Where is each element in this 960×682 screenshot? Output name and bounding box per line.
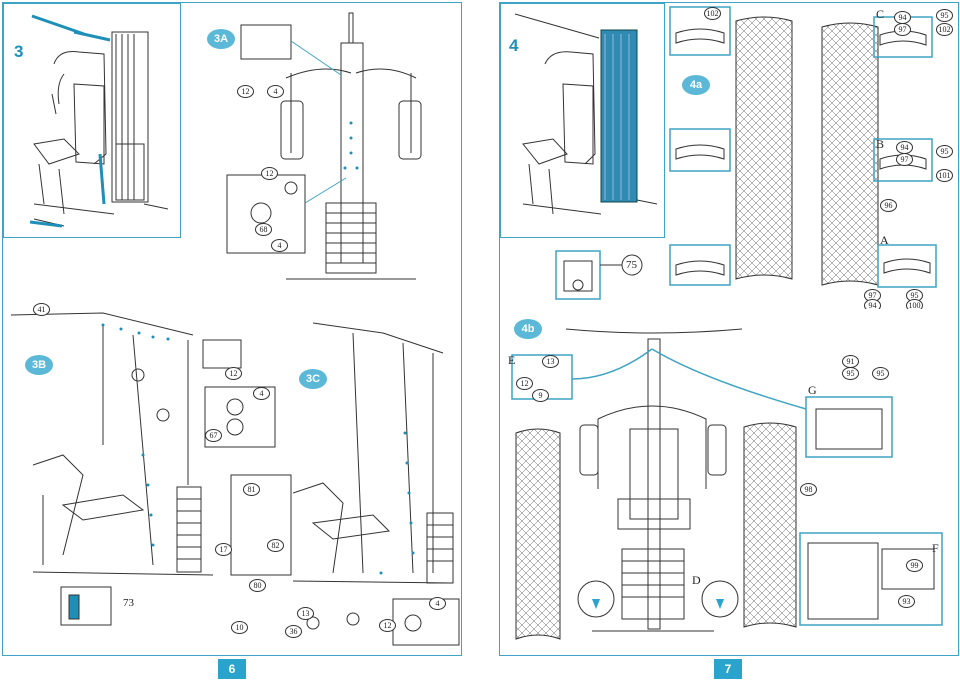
page-number-6: 6 xyxy=(218,659,246,679)
callout-4b-93: 93 xyxy=(898,595,915,608)
panel-step-3b: 3B xyxy=(3,295,293,655)
step-3c-badge: 3C xyxy=(299,369,327,389)
callout-3c-13: 13 xyxy=(297,607,314,620)
ref-73: 73 xyxy=(123,597,134,609)
gym-machine-drawing-3 xyxy=(29,14,169,228)
callout-3c-10: 10 xyxy=(231,621,248,634)
callout-4a-97b: 97 xyxy=(896,153,913,166)
panel-step-4b: 4b xyxy=(502,309,956,653)
letter-B: B xyxy=(876,137,885,151)
callout-3a-2: 12 xyxy=(261,167,278,180)
gym-machine-drawing-4b xyxy=(511,328,943,640)
callout-4b-95b: 95 xyxy=(872,367,889,380)
callout-4a-102a: 102 xyxy=(704,7,721,20)
letter-C: C xyxy=(876,7,885,21)
callout-4a-102b: 102 xyxy=(936,23,953,36)
callout-4b-12: 12 xyxy=(516,377,533,390)
callout-4b-98: 98 xyxy=(800,483,817,496)
callout-3b-4: 4 xyxy=(253,387,270,400)
page-number-7: 7 xyxy=(714,659,742,679)
letter-D: D xyxy=(692,573,701,587)
callout-3b-12: 12 xyxy=(225,367,242,380)
panel-step-3: 3 xyxy=(3,3,181,238)
callout-4b-95a: 95 xyxy=(842,367,859,380)
letter-E: E xyxy=(508,353,516,367)
callout-3c-4: 4 xyxy=(429,597,446,610)
callout-4b-99: 99 xyxy=(906,559,923,572)
panel-step-4: 4 xyxy=(500,3,665,238)
letter-A: A xyxy=(880,233,889,247)
callout-3a-1: 4 xyxy=(267,85,284,98)
step-4a-badge: 4a xyxy=(682,75,710,95)
letter-F: F xyxy=(932,541,939,555)
callout-3c-36: 36 xyxy=(285,625,302,638)
callout-4a-101: 101 xyxy=(936,169,953,182)
gym-machine-drawing-3b xyxy=(10,312,292,626)
callout-3a-0: 12 xyxy=(237,85,254,98)
callout-4a-95a: 95 xyxy=(936,9,953,22)
callout-4a-100: 100 xyxy=(906,299,923,312)
callout-4b-9: 9 xyxy=(532,389,549,402)
step-3a-badge: 3A xyxy=(207,29,235,49)
step-3-label: 3 xyxy=(14,42,24,61)
callout-3b-81: 81 xyxy=(243,483,260,496)
callout-3a-4: 4 xyxy=(271,239,288,252)
callout-3b-41: 41 xyxy=(33,303,50,316)
panel-step-3a: 3A xyxy=(181,3,461,292)
gym-machine-drawing-3a xyxy=(226,12,422,280)
callout-4a-97a: 97 xyxy=(894,23,911,36)
callout-3b-17: 17 xyxy=(215,543,232,556)
callout-3b-80: 80 xyxy=(249,579,266,592)
callout-4a-96: 96 xyxy=(880,199,897,212)
step-4-label: 4 xyxy=(509,36,519,55)
callout-3b-82: 82 xyxy=(267,539,284,552)
callout-4b-13: 13 xyxy=(542,355,559,368)
gym-machine-drawing-4 xyxy=(514,13,658,215)
panel-step-3c: 3C 10 13 36 12 4 xyxy=(231,303,461,655)
callout-3c-12: 12 xyxy=(379,619,396,632)
step-3b-badge: 3B xyxy=(25,355,53,375)
callout-3b-67: 67 xyxy=(205,429,222,442)
letter-G: G xyxy=(808,383,817,397)
page-7: 4 4a xyxy=(499,2,959,656)
page-6: 3 3A xyxy=(2,2,462,656)
callout-4a-95b: 95 xyxy=(936,145,953,158)
step-4b-badge: 4b xyxy=(514,319,542,339)
ref-75: 75 xyxy=(626,259,637,271)
callout-3a-3: 68 xyxy=(255,223,272,236)
gym-shroud-drawing-4a xyxy=(555,6,937,300)
